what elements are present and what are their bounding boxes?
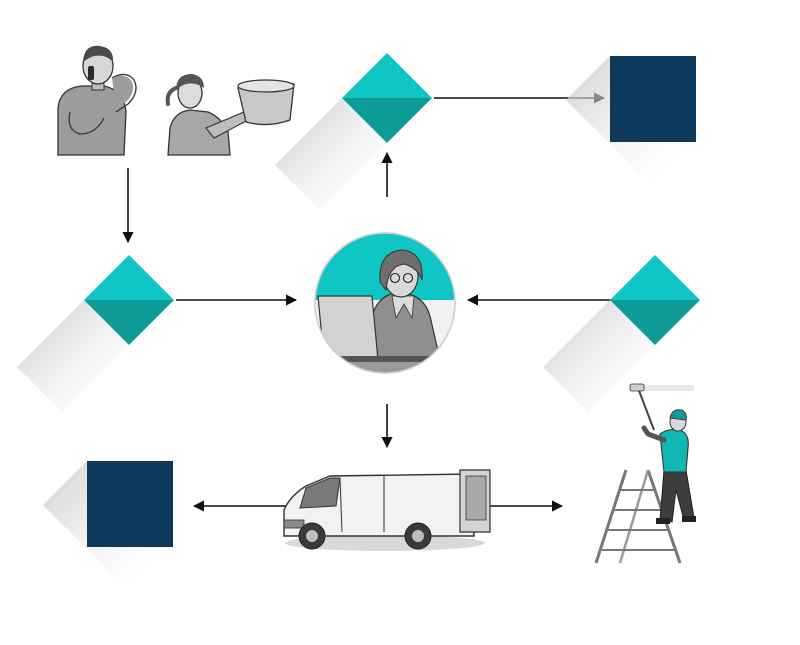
person-on-phone-icon [57,45,137,156]
diamond-left [17,255,174,412]
connectors [122,92,612,512]
person-holding-bucket-icon [165,74,295,156]
square-top-right [566,56,696,186]
diamond-top [275,53,432,210]
painter-on-ladder-icon [594,383,696,564]
delivery-van-icon [283,469,491,551]
diamond-right [543,255,700,412]
woman-at-laptop-icon [314,232,456,374]
square-bottom-left [43,461,173,591]
